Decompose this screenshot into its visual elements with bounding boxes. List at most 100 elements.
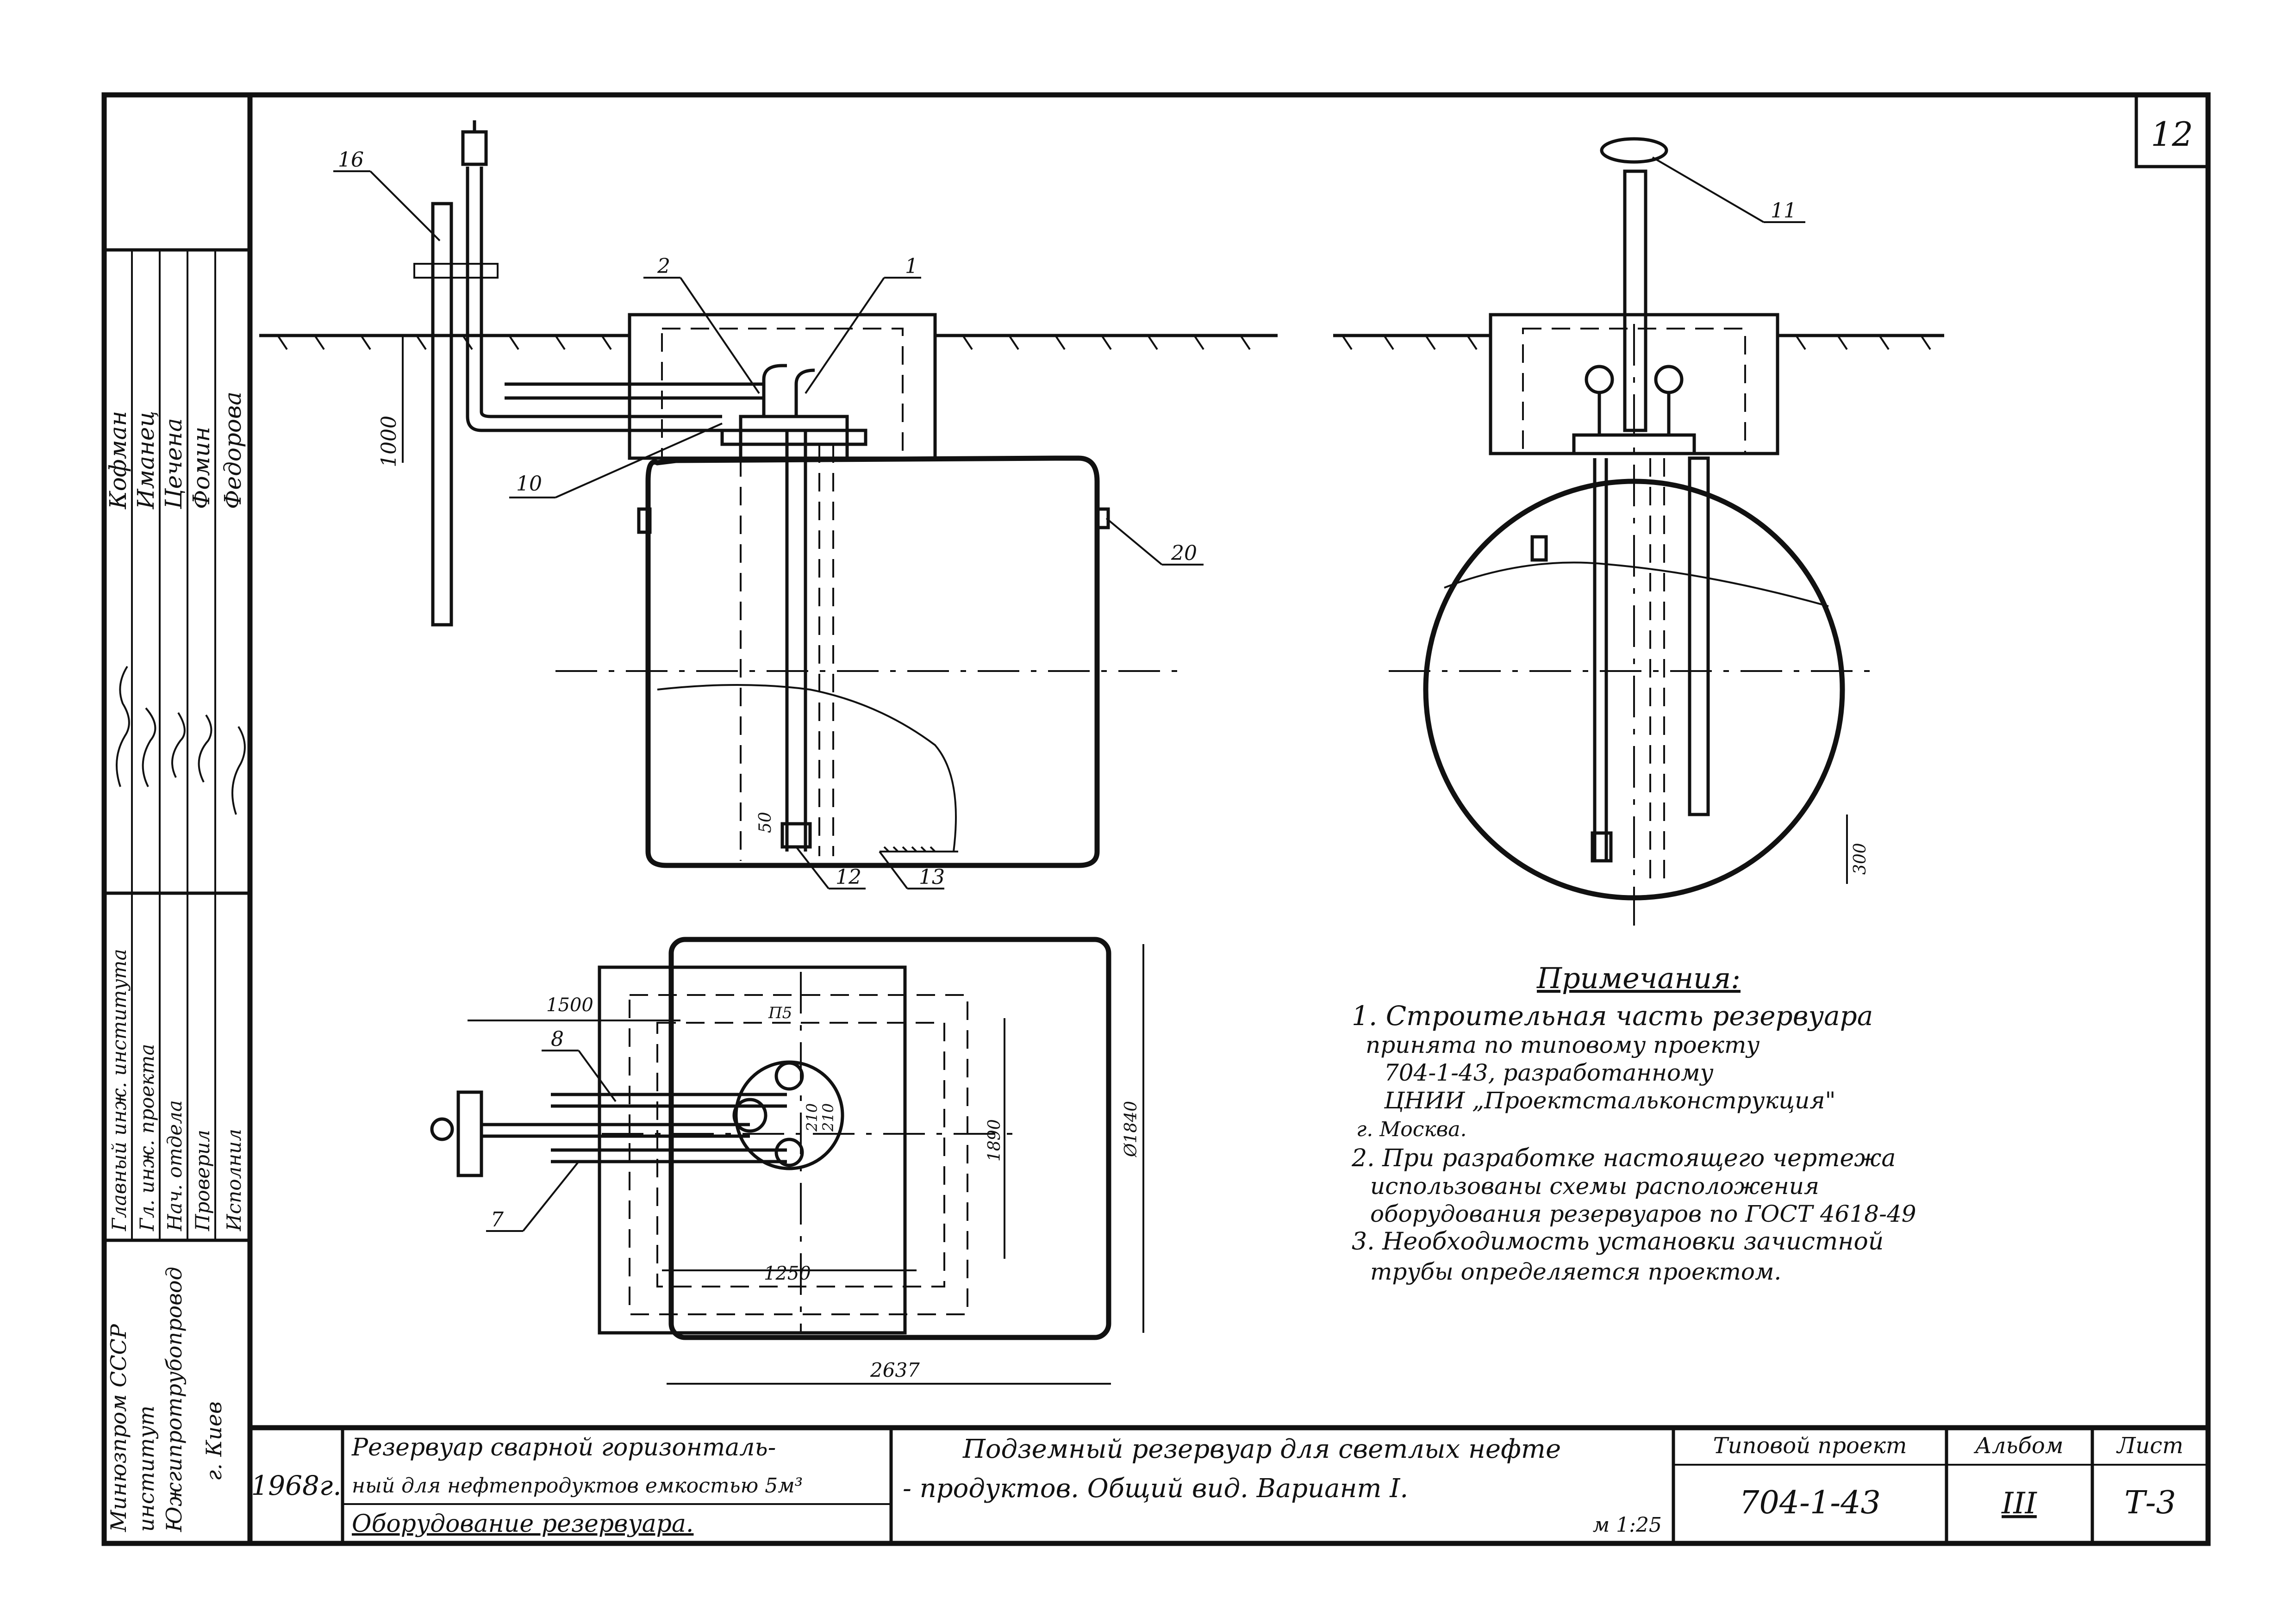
pipe-lower-b — [480, 278, 722, 418]
note-line-9: 3. Необходимость установки зачистной — [1352, 1228, 1884, 1256]
dim-1500: 1500 — [546, 995, 593, 1016]
plan-view: 1500 210 210 1890 1250 Ø1840 2637 П5 8 7 — [430, 937, 1144, 1385]
note-line-1: 1. Строительная часть резервуара — [1352, 1000, 1873, 1032]
note-line-3: 704-1-43, разработанному — [1384, 1059, 1714, 1086]
subject-line-1: Подземный резервуар для светлых нефте — [962, 1434, 1561, 1464]
plan-fitting-bottom — [774, 1138, 804, 1167]
title-scale: м 1:25 — [1593, 1513, 1662, 1537]
side-role-3: Нач. отдела — [163, 1100, 186, 1231]
dim-300: 300 — [1851, 843, 1870, 875]
side-stamp: Кофман Иманец Цечена Фомин Федорова Глав… — [104, 248, 250, 1532]
side-ground-hatch — [1341, 335, 1931, 350]
dim-1250: 1250 — [764, 1263, 811, 1284]
subject-line-2: - продуктов. Общий вид. Вариант I. — [903, 1474, 1408, 1504]
project-label: Типовой проект — [1713, 1433, 1907, 1459]
callout-7: 7 — [491, 1208, 504, 1231]
side-name-3: Цечена — [160, 418, 187, 510]
side-name-2: Иманец — [132, 411, 159, 510]
sheet-label: Лист — [2116, 1433, 2183, 1459]
tank-body — [645, 455, 1100, 868]
plan-tank — [668, 937, 1111, 1340]
dim-1840: Ø1840 — [1122, 1101, 1141, 1157]
lug-left — [637, 507, 652, 534]
fitting-elbow — [762, 364, 787, 417]
notes-block: Примечания: 1. Строительная часть резерв… — [1351, 961, 1916, 1285]
dim-210b: 210 — [819, 1103, 837, 1132]
side-role-1: Главный инж. института — [108, 949, 131, 1231]
side-role-4: Проверил — [191, 1130, 214, 1231]
lug-right — [1095, 507, 1110, 529]
side-lug — [1530, 535, 1548, 562]
side-name-1: Кофман — [105, 411, 131, 510]
title-line-1: Резервуар сварной горизонталь- — [351, 1434, 776, 1461]
side-pipe-3 — [1688, 456, 1710, 816]
side-valve-left — [1585, 365, 1614, 394]
callout-1: 1 — [905, 255, 918, 278]
page-number-box — [2134, 93, 2210, 168]
plan-inner-1 — [629, 994, 968, 1315]
signature-4 — [198, 714, 212, 783]
ground-hatch — [277, 335, 1251, 350]
plan-vent-circle — [430, 1117, 454, 1141]
cover-flange — [720, 429, 867, 446]
callout-8: 8 — [551, 1027, 564, 1051]
note-line-2: принята по типовому проекту — [1366, 1032, 1759, 1058]
vent-cap — [461, 130, 488, 166]
callout-10: 10 — [516, 472, 542, 496]
album-label: Альбом — [1973, 1433, 2063, 1459]
plan-vent-bracket — [456, 1090, 483, 1177]
title-block: 1968г. Резервуар сварной горизонталь- ны… — [250, 1425, 2208, 1543]
note-line-10: трубы определяется проектом. — [1370, 1258, 1781, 1285]
side-pipe-foot — [1591, 831, 1613, 863]
note-line-5: г. Москва. — [1356, 1118, 1467, 1141]
dim-2637: 2637 — [870, 1359, 920, 1381]
dim-1000: 1000 — [377, 416, 401, 467]
vent-clamp — [413, 263, 499, 279]
side-org-3: Южгипротрубопровод — [162, 1267, 187, 1532]
callout-11: 11 — [1771, 199, 1797, 223]
title-line-2: ный для нефтепродуктов емкостью 5м³ — [352, 1474, 803, 1498]
signature-5 — [231, 726, 246, 815]
side-role-2: Гл. инж. проекта — [136, 1044, 158, 1231]
note-line-4: ЦНИИ „Проектстальконструкция" — [1384, 1087, 1835, 1114]
sheet-frame — [101, 92, 2211, 1546]
bottom-plate — [880, 846, 958, 852]
dim-1890: 1890 — [985, 1119, 1004, 1162]
callout-20: 20 — [1171, 541, 1197, 565]
side-valve-right — [1654, 365, 1684, 394]
side-org-4: г. Киев — [201, 1401, 226, 1481]
plan-fitting-top — [774, 1061, 804, 1091]
page-number: 12 — [2151, 115, 2193, 154]
side-name-4: Фомин — [188, 427, 215, 509]
signature-1 — [116, 665, 130, 787]
dim-210a: 210 — [803, 1103, 821, 1132]
side-view: 300 11 — [1333, 137, 1944, 926]
side-role-5: Исполнил — [223, 1129, 245, 1231]
tank-neck-cover — [739, 415, 849, 460]
side-name-5: Федорова — [219, 392, 246, 509]
side-liquid-level — [1444, 561, 1829, 607]
side-manhole-inner — [1522, 328, 1746, 454]
side-cover-flange — [1572, 433, 1696, 455]
side-org-2: институт — [134, 1405, 159, 1532]
callout-16: 16 — [338, 148, 364, 172]
album-value: III — [2001, 1486, 2038, 1521]
notes-heading: Примечания: — [1536, 961, 1741, 995]
dim-p5: П5 — [768, 1004, 792, 1022]
vent-pipe-16 — [431, 202, 453, 627]
title-line-3: Оборудование резервуара. — [352, 1510, 693, 1538]
side-vent-riser — [1623, 169, 1647, 432]
note-line-7: использованы схемы расположения — [1370, 1173, 1819, 1200]
callout-13: 13 — [919, 865, 945, 889]
fitting-elbow-2 — [794, 368, 815, 417]
note-line-6: 2. При разработке настоящего чертежа — [1351, 1144, 1896, 1172]
manhole-chamber — [628, 313, 937, 460]
front-view: 1000 50 16 2 1 10 20 12 13 — [259, 120, 1278, 889]
callout-2: 2 — [657, 255, 670, 278]
signature-2 — [142, 707, 156, 787]
sheet-value: Т-3 — [2124, 1485, 2176, 1521]
note-line-8: оборудования резервуаров по ГОСТ 4618-49 — [1370, 1200, 1916, 1227]
pipe-lower-a — [466, 278, 722, 432]
signature-3 — [171, 712, 186, 778]
